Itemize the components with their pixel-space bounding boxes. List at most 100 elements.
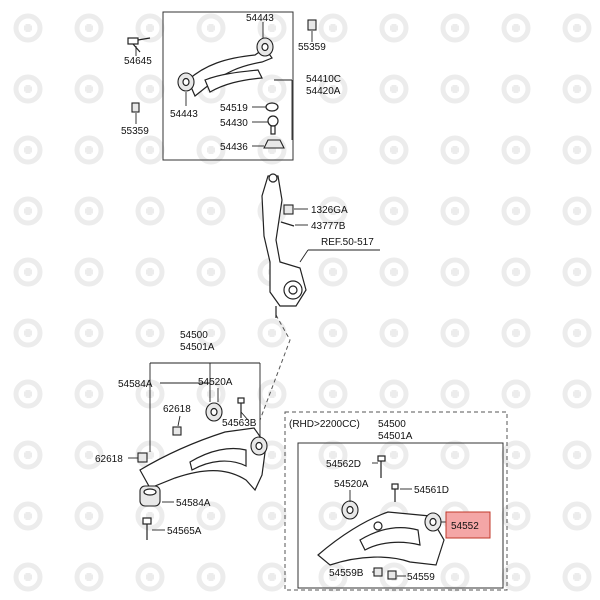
label-54584a-bottom: 54584A [176,498,211,509]
watermark-cross [85,451,93,459]
watermark-cross [573,268,581,276]
watermark-gear [74,562,104,592]
watermark-cross [207,329,215,337]
watermark-cross [268,573,276,581]
watermark-cross [512,24,520,32]
watermark-cross [512,207,520,215]
watermark-cross [329,390,337,398]
watermark-gear [501,257,531,287]
label-62618-left: 62618 [95,454,123,465]
boot-54436 [263,139,285,149]
watermark-gear [562,562,592,592]
watermark-gear [74,379,104,409]
watermark-gear [562,501,592,531]
watermark-gear [74,318,104,348]
watermark-gear [257,562,287,592]
watermark-gear [13,13,43,43]
watermark-cross [573,146,581,154]
watermark-gear [13,135,43,165]
nut-1326ga [283,204,294,215]
watermark-cross [24,512,32,520]
watermark-cross [329,512,337,520]
watermark-cross [24,146,32,154]
upper-control-arm [187,47,273,97]
watermark-cross [268,85,276,93]
watermark-cross [85,390,93,398]
watermark-gear [562,440,592,470]
watermark-gear [379,562,409,592]
watermark-gear [318,379,348,409]
watermark-gear [440,562,470,592]
watermark-gear [318,257,348,287]
rhd-nut-54559 [387,570,397,580]
watermark-gear [13,196,43,226]
label-54519: 54519 [220,103,248,114]
label-54645: 54645 [124,56,152,67]
watermark-gear [74,501,104,531]
watermark-gear [196,257,226,287]
watermark-gear [135,562,165,592]
bolt-54565a [142,517,152,540]
rhd-bolt-54562d [377,455,386,478]
bolt-54563b [237,397,245,418]
watermark-cross [207,207,215,215]
watermark-gear [501,440,531,470]
watermark-gear [379,257,409,287]
clip-54519 [265,102,279,112]
label-54561d: 54561D [414,485,449,496]
watermark-cross [24,207,32,215]
watermark-gear [257,135,287,165]
watermark-cross [329,207,337,215]
watermark-gear [318,74,348,104]
watermark-cross [512,451,520,459]
watermark-gear [257,13,287,43]
watermark-cross [146,24,154,32]
bushing-54443-left [177,72,195,92]
rhd-variant-box [284,411,508,591]
watermark-gear [440,257,470,287]
label-54430: 54430 [220,118,248,129]
watermark-gear [135,13,165,43]
watermark-cross [85,268,93,276]
watermark-cross [451,573,459,581]
label-54562d: 54562D [326,459,361,470]
watermark-cross [24,573,32,581]
label-55359-left: 55359 [121,126,149,137]
watermark-cross [207,573,215,581]
watermark-gear [562,379,592,409]
watermark-cross [512,146,520,154]
label-54520a: 54520A [198,377,233,388]
watermark-cross [390,146,398,154]
watermark-cross [85,329,93,337]
watermark-gear [74,257,104,287]
watermark-gear [501,562,531,592]
watermark-gear [562,318,592,348]
watermark-cross [85,85,93,93]
label-54443-left: 54443 [170,109,198,120]
label-rhd-54500: 54500 [378,419,406,430]
nut-62618-top [172,426,182,436]
watermark-cross [512,329,520,337]
watermark-cross [573,512,581,520]
watermark-gear [74,196,104,226]
watermark-cross [268,451,276,459]
watermark-cross [85,24,93,32]
watermark-gear [501,379,531,409]
watermark-gear [74,135,104,165]
watermark-gear [196,562,226,592]
watermark-cross [329,85,337,93]
watermark-cross [329,24,337,32]
leader-lines [128,22,446,577]
bushing-54520a [250,436,268,456]
watermark-cross [451,207,459,215]
watermark-gear [318,135,348,165]
watermark-gear [13,562,43,592]
label-54559b: 54559B [329,568,364,579]
rhd-bushing-54552 [424,512,442,532]
watermark-cross [390,329,398,337]
watermark-cross [573,573,581,581]
watermark-gear [501,501,531,531]
watermark-gear [257,74,287,104]
watermark-gear [135,135,165,165]
watermark-cross [207,390,215,398]
